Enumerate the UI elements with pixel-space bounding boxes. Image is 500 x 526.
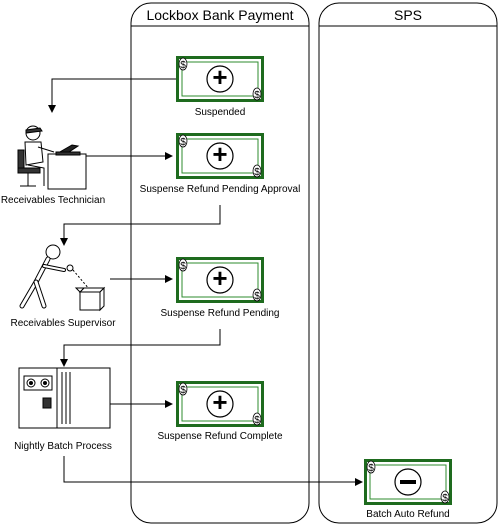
lane-sps-title: SPS	[394, 7, 422, 23]
plus-icon: +	[212, 139, 227, 169]
state-pending-approval: $ $ + Suspense Refund Pending Approval	[140, 132, 301, 195]
plus-icon: +	[212, 263, 227, 293]
dollar-icon: $	[254, 167, 260, 178]
state-pending-label: Suspense Refund Pending	[161, 308, 280, 319]
state-auto-refund: $ $ Batch Auto Refund	[363, 458, 453, 520]
plus-icon: +	[212, 387, 227, 417]
dollar-icon: $	[442, 493, 448, 504]
dollar-icon: $	[254, 291, 260, 302]
actor-batch-label: Nightly Batch Process	[14, 441, 112, 452]
actor-supervisor-label: Receivables Supervisor	[10, 318, 116, 329]
dollar-icon: $	[180, 385, 186, 396]
server-icon	[18, 367, 111, 429]
dollar-icon: $	[368, 463, 374, 474]
arrow-approval-to-supervisor	[60, 205, 221, 246]
arrow-pending-to-batch	[60, 329, 221, 367]
state-suspended-label: Suspended	[195, 107, 246, 118]
state-pending-approval-label: Suspense Refund Pending Approval	[140, 184, 301, 195]
arrow-batch-to-auto-refund	[63, 456, 363, 486]
lane-lockbox-title: Lockbox Bank Payment	[146, 7, 293, 23]
dollar-icon: $	[254, 90, 260, 101]
connectors	[48, 78, 363, 486]
arrow-suspended-to-technician	[48, 78, 176, 113]
supervisor-icon	[19, 244, 106, 312]
dollar-icon: $	[254, 415, 260, 426]
state-complete: $ $ + Suspense Refund Complete	[157, 380, 283, 442]
technician-icon	[17, 125, 87, 190]
plus-icon: +	[212, 62, 227, 92]
dollar-icon: $	[180, 60, 186, 71]
dollar-icon: $	[180, 137, 186, 148]
lane-sps: SPS	[318, 2, 498, 524]
minus-icon	[400, 480, 416, 484]
state-pending: $ $ + Suspense Refund Pending	[161, 256, 280, 319]
state-auto-refund-label: Batch Auto Refund	[366, 509, 449, 520]
actor-technician-label: Receivables Technician	[1, 195, 105, 206]
dollar-icon: $	[180, 261, 186, 272]
state-complete-label: Suspense Refund Complete	[157, 431, 283, 442]
state-suspended: $ $ + Suspended	[175, 55, 265, 118]
